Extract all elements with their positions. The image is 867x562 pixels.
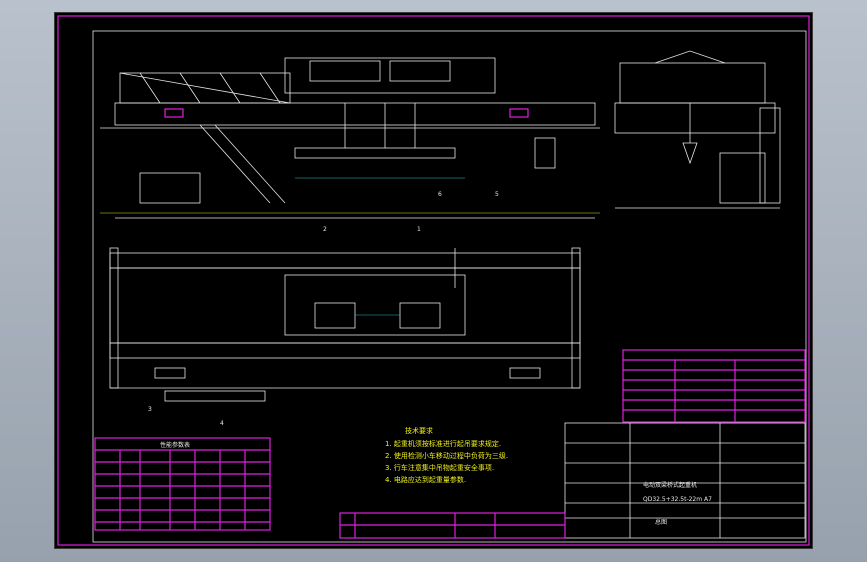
outer-sheet-border (57, 15, 810, 546)
bottom-parts-strip (339, 512, 566, 539)
balloon-4: 4 (220, 420, 224, 427)
title-block-footer: 总图 (655, 518, 667, 526)
balloon-6: 6 (438, 191, 442, 198)
technical-requirements-notes: 技术要求 1. 起重机须按标准进行起吊要求规定. 2. 使用检测小车移动过程中负… (385, 426, 508, 484)
front-elevation-view (100, 57, 600, 219)
part-balloons: 1 2 3 4 5 6 (148, 191, 499, 427)
params-table-title: 性能参数表 (160, 441, 190, 449)
balloon-3: 3 (148, 406, 152, 413)
balloon-5: 5 (495, 191, 499, 198)
note-line-2: 2. 使用检测小车移动过程中负荷为三级. (385, 451, 508, 460)
balloon-2: 2 (323, 226, 327, 233)
notes-title: 技术要求 (405, 426, 433, 435)
cad-viewport[interactable]: 技术要求 1. 起重机须按标准进行起吊要求规定. 2. 使用检测小车移动过程中负… (54, 12, 813, 549)
plan-view (109, 247, 581, 402)
inner-frame (92, 30, 807, 543)
note-line-4: 4. 电路应达到起重量参数. (385, 475, 466, 484)
performance-parameter-table: 性能参数表 (94, 437, 271, 531)
balloon-1: 1 (417, 226, 421, 233)
note-line-3: 3. 行车注意集中吊物起重安全事项. (385, 463, 494, 472)
side-elevation-view (614, 50, 781, 209)
crane-general-assembly-drawing: 技术要求 1. 起重机须按标准进行起吊要求规定. 2. 使用检测小车移动过程中负… (57, 15, 810, 546)
note-line-1: 1. 起重机须按标准进行起吊要求规定. (385, 439, 501, 448)
drawing-code: QD32.5+32.5t-22m A7 (643, 496, 712, 503)
drawing-name: 电动双梁桥式起重机 (643, 481, 697, 489)
title-block: 电动双梁桥式起重机 QD32.5+32.5t-22m A7 总图 (564, 349, 806, 539)
